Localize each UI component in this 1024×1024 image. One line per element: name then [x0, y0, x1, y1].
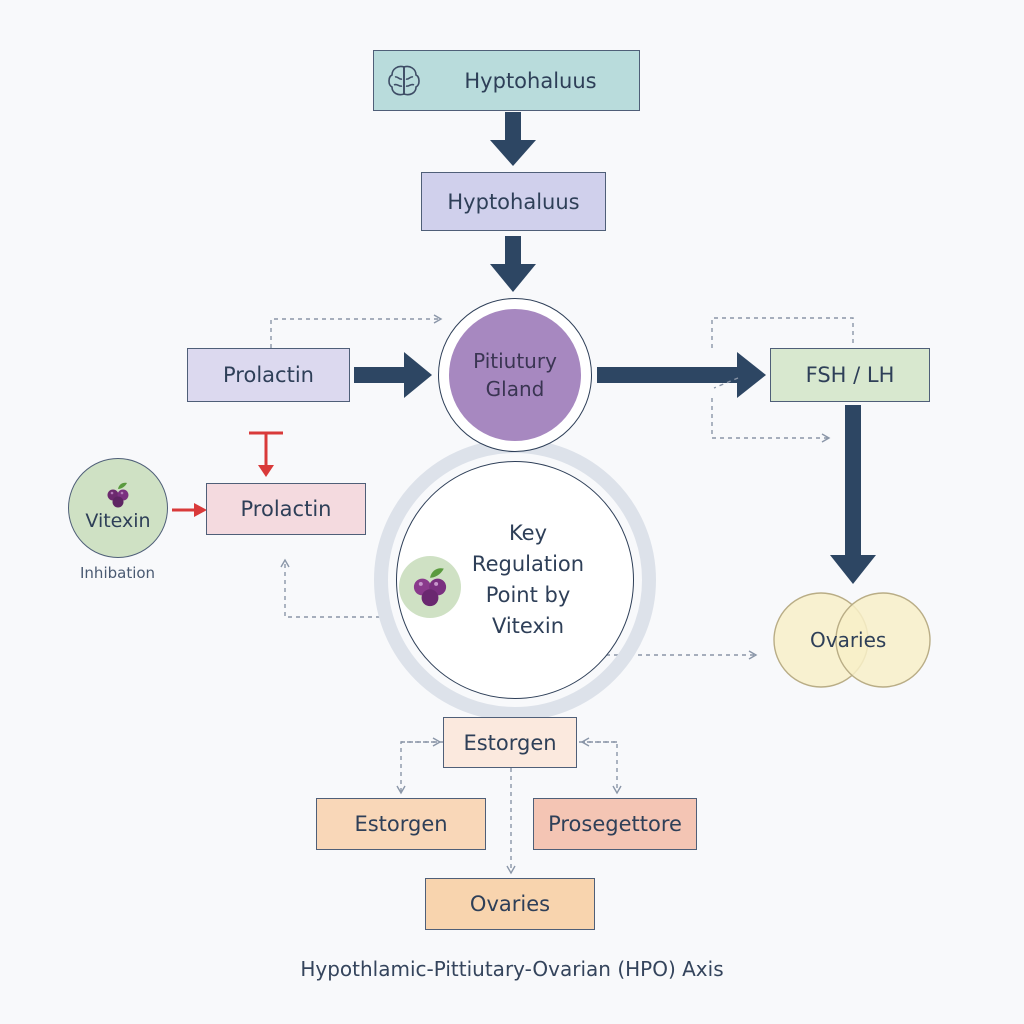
key-label-line2: Regulation — [471, 552, 585, 576]
estrogen-center-label: Estorgen — [463, 730, 557, 755]
key-label-line1: Key — [508, 521, 548, 545]
vitexin-node: Vitexin — [68, 458, 168, 558]
ovaries-bottom-box: Ovaries — [425, 878, 595, 930]
pituitary-label-line2: Gland — [485, 377, 545, 401]
hypothalamus-second-box: Hyptohaluus — [421, 172, 606, 231]
berry-cluster-icon — [103, 480, 133, 510]
diagram-caption: Hypothlamic-Pittiutary-Ovarian (HPO) Axi… — [300, 957, 724, 981]
ovaries-bottom-label: Ovaries — [469, 892, 551, 916]
pituitary-gland-outer: Pitiutury Gland — [438, 298, 592, 452]
fsh-lh-box: FSH / LH — [770, 348, 930, 402]
progesterone-box: Prosegettore — [533, 798, 697, 850]
hypothalamus-top-box: Hyptohaluus — [373, 50, 640, 111]
hypothalamus-second-label: Hyptohaluus — [447, 189, 580, 214]
pituitary-gland-node: Pitiutury Gland — [449, 309, 581, 441]
arrow-pituitary-to-fsh — [597, 352, 766, 398]
prolactin-top-box: Prolactin — [187, 348, 350, 402]
vitexin-label: Vitexin — [85, 510, 151, 532]
estrogen-center-box: Estorgen — [443, 717, 577, 768]
brain-icon — [384, 61, 424, 101]
arrow-second-to-pituitary — [490, 236, 536, 292]
vitexin-to-prolactin-arrow — [172, 503, 207, 517]
prolactin-top-label: Prolactin — [223, 363, 314, 387]
arrow-prolactin-to-pituitary — [354, 352, 432, 398]
inhibition-label: Inhibation — [80, 564, 156, 582]
estrogen-left-box: Estorgen — [316, 798, 486, 850]
fsh-lh-label: FSH / LH — [805, 363, 895, 387]
key-label-line3: Point by — [485, 583, 571, 607]
dotted-connectors — [270, 314, 854, 875]
prolactin-bottom-label: Prolactin — [240, 497, 332, 521]
inhibition-tbar — [249, 431, 283, 477]
berry-cluster-icon-large — [399, 556, 461, 618]
prolactin-bottom-box: Prolactin — [206, 483, 366, 535]
estrogen-left-label: Estorgen — [354, 812, 448, 836]
arrow-fsh-to-ovaries — [830, 405, 876, 584]
hypothalamus-top-label: Hyptohaluus — [464, 68, 597, 93]
arrow-top-to-second — [490, 112, 536, 166]
pituitary-label-line1: Pitiutury — [473, 349, 557, 373]
ovaries-right-label: Ovaries — [810, 628, 887, 652]
key-label-line4: Vitexin — [491, 614, 565, 638]
progesterone-label: Prosegettore — [548, 812, 682, 836]
ovaries-right-shape — [773, 592, 931, 688]
